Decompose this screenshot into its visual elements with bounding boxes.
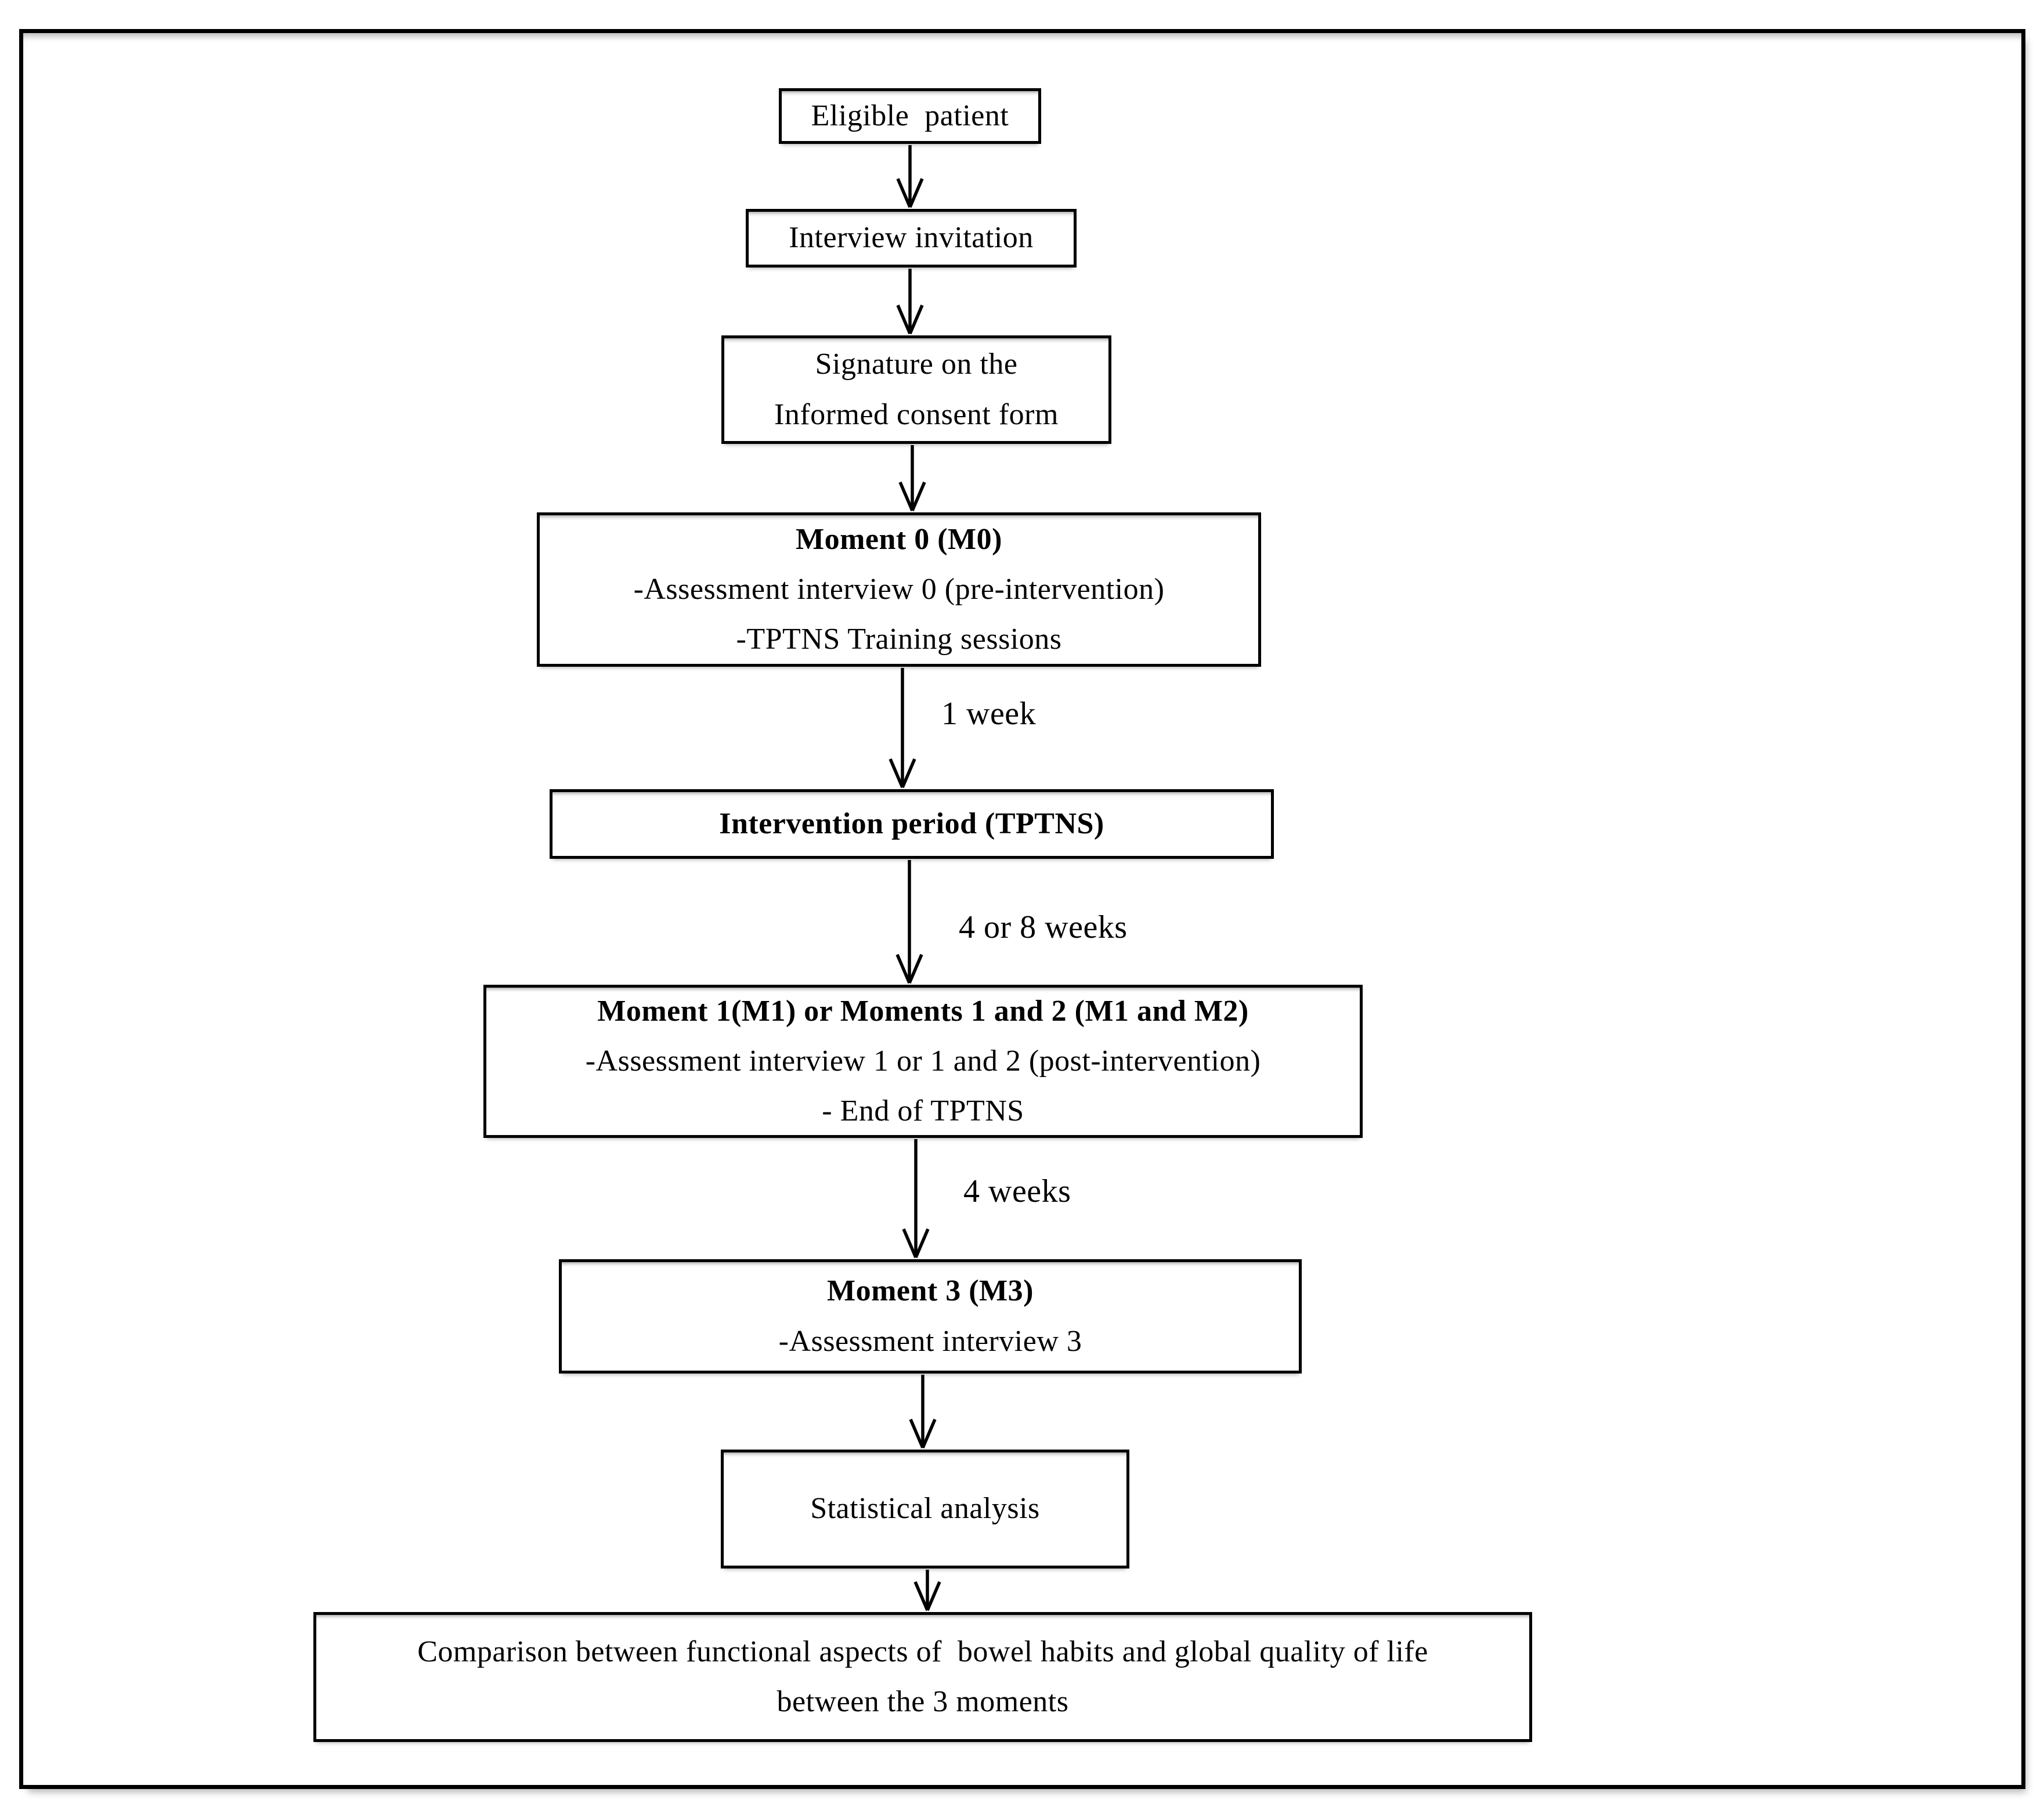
- moment-0-line-3: -TPTNS Training sessions: [736, 623, 1062, 656]
- signature-informed-consent-line-1: Signature on the: [815, 348, 1018, 381]
- arrow-m1-to-m3-duration-label: 4 weeks: [963, 1173, 1071, 1209]
- down-arrow-arrow-m1-to-m3: [902, 1139, 930, 1259]
- intervention-period-line-1: Intervention period (TPTNS): [719, 807, 1104, 840]
- signature-informed-consent-line-2: Informed consent form: [774, 397, 1059, 431]
- moment-1-and-2-box: Moment 1(M1) or Moments 1 and 2 (M1 and …: [483, 985, 1363, 1138]
- moment-1-and-2-line-1: Moment 1(M1) or Moments 1 and 2 (M1 and …: [597, 994, 1249, 1028]
- interview-invitation-line-1: Interview invitation: [789, 221, 1034, 255]
- down-arrow-arrow-statistics-to-comparison: [913, 1570, 941, 1611]
- moment-0-line-2: -Assessment interview 0 (pre-interventio…: [633, 572, 1165, 606]
- moment-1-and-2-line-3: - End of TPTNS: [822, 1094, 1024, 1128]
- down-arrow-arrow-m3-to-statistics: [909, 1375, 937, 1449]
- moment-1-and-2-line-2: -Assessment interview 1 or 1 and 2 (post…: [585, 1044, 1261, 1078]
- arrow-m0-to-intervention-duration-label: 1 week: [941, 696, 1037, 732]
- statistical-analysis-line-1: Statistical analysis: [810, 1492, 1040, 1526]
- comparison-conclusion-box: Comparison between functional aspects of…: [313, 1612, 1532, 1742]
- intervention-period-box: Intervention period (TPTNS): [550, 789, 1274, 859]
- moment-0-box: Moment 0 (M0) -Assessment interview 0 (pr…: [537, 512, 1261, 667]
- comparison-conclusion-line-2: between the 3 moments: [777, 1685, 1069, 1718]
- down-arrow-arrow-eligible-to-invitation: [896, 145, 924, 208]
- down-arrow-arrow-signature-to-m0: [898, 445, 926, 512]
- comparison-conclusion-line-1: Comparison between functional aspects of…: [417, 1635, 1428, 1668]
- moment-0-line-1: Moment 0 (M0): [796, 522, 1002, 556]
- statistical-analysis-box: Statistical analysis: [721, 1450, 1129, 1569]
- moment-3-line-1: Moment 3 (M3): [827, 1274, 1034, 1308]
- down-arrow-arrow-m0-to-intervention: [889, 668, 916, 789]
- down-arrow-arrow-invitation-to-signature: [896, 269, 924, 335]
- moment-3-box: Moment 3 (M3) -Assessment interview 3: [559, 1259, 1302, 1374]
- moment-3-line-2: -Assessment interview 3: [778, 1324, 1082, 1358]
- arrow-intervention-to-m1-duration-label: 4 or 8 weeks: [959, 909, 1128, 945]
- eligible-patient-box: Eligible patient: [779, 88, 1041, 144]
- eligible-patient-line-1: Eligible patient: [811, 99, 1009, 132]
- down-arrow-arrow-intervention-to-m1: [895, 860, 923, 984]
- interview-invitation-box: Interview invitation: [746, 209, 1077, 268]
